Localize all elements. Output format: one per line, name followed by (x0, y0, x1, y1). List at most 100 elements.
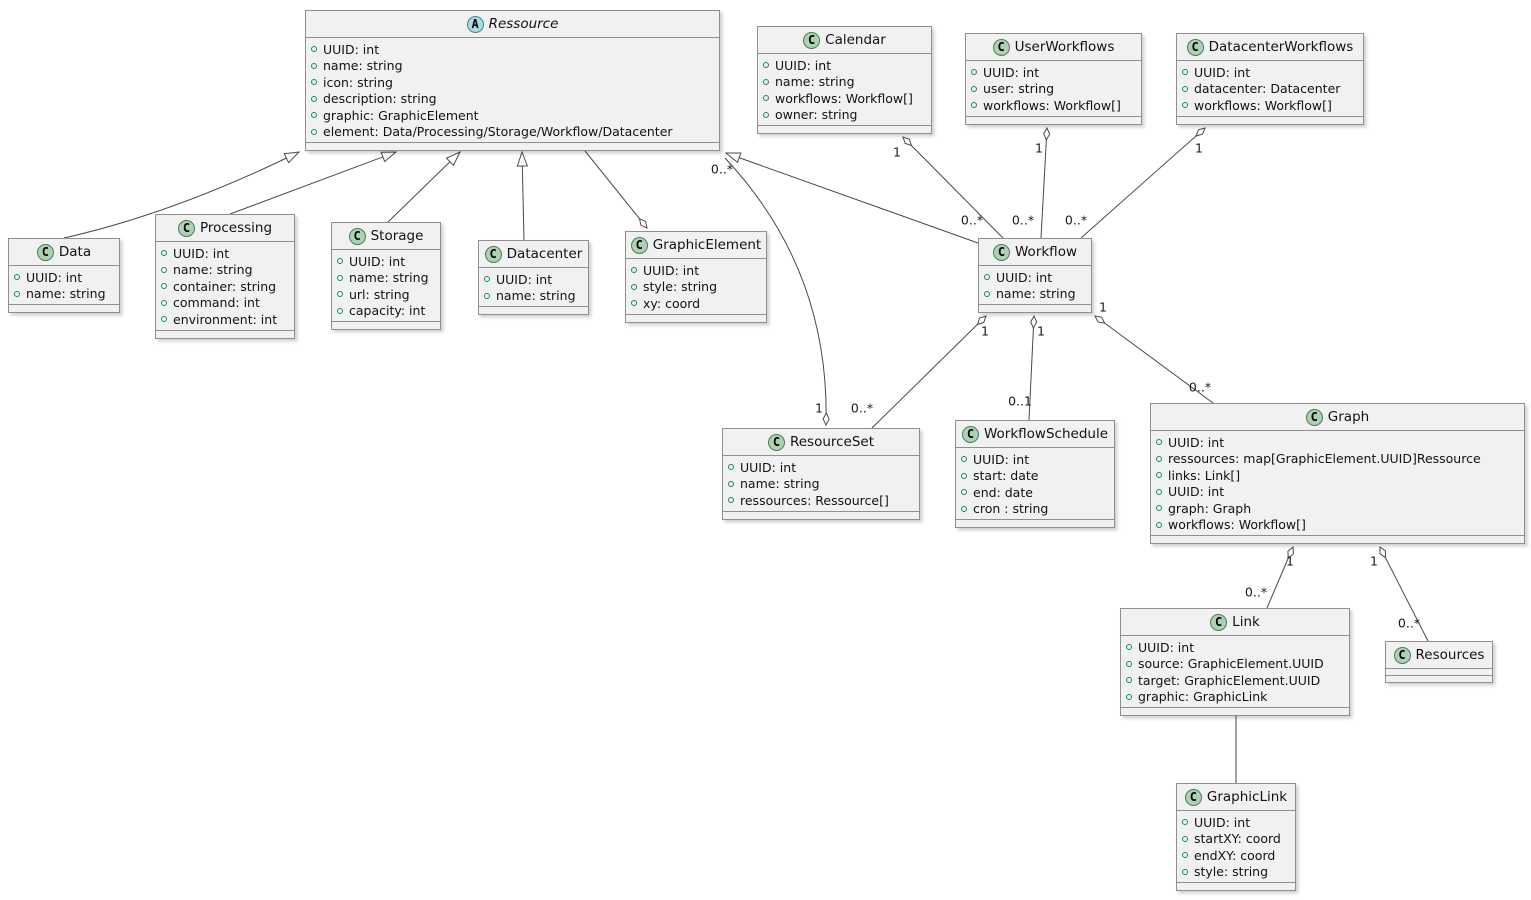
class-attribute: name: string (728, 476, 914, 493)
class-attribute-text: end: date (973, 484, 1033, 500)
class-header: C Resources (1386, 642, 1492, 669)
field-bullet-icon (763, 78, 769, 85)
field-bullet-icon (484, 276, 490, 283)
class-attribute: name: string (14, 286, 114, 303)
class-circle-icon: C (630, 236, 648, 254)
multiplicity-label: 1 (1035, 141, 1043, 156)
class-attribute: graphic: GraphicElement (311, 107, 714, 124)
field-bullet-icon (1156, 488, 1162, 495)
class-attribute: workflows: Workflow[] (1182, 97, 1358, 114)
class-attribute: UUID: int (1156, 484, 1519, 501)
multiplicity-label: 0..* (1245, 585, 1267, 600)
class-title: Link (1232, 614, 1260, 630)
class-attribute: command: int (161, 295, 289, 312)
class-attribute-text: UUID: int (1168, 484, 1225, 500)
class-attribute: owner: string (763, 107, 926, 124)
class-title: Processing (199, 220, 273, 236)
field-bullet-icon (1156, 505, 1162, 512)
class-circle-icon: C (1186, 38, 1204, 56)
class-title: UserWorkflows (1014, 39, 1115, 55)
class-header: C ResourceSet (723, 429, 919, 456)
multiplicity-label: 0..* (711, 162, 733, 177)
class-attribute: user: string (971, 81, 1136, 98)
field-bullet-icon (1182, 102, 1188, 109)
class-attribute: UUID: int (14, 269, 114, 286)
class-circle-icon: C (993, 243, 1010, 261)
class-attribute: start: date (961, 468, 1109, 485)
class-attribute-text: UUID: int (1138, 639, 1195, 655)
class-attribute: graph: Graph (1156, 500, 1519, 517)
edge-workflow-graph (1095, 316, 1214, 404)
class-header: C Calendar (758, 27, 931, 54)
class-attribute-text: target: GraphicElement.UUID (1138, 672, 1321, 688)
field-bullet-icon (763, 95, 769, 102)
field-bullet-icon (763, 62, 769, 69)
field-bullet-icon (971, 102, 977, 109)
class-attribute: ressources: map[GraphicElement.UUID]Ress… (1156, 451, 1519, 468)
class-attribute-text: UUID: int (996, 269, 1053, 285)
class-methods-empty-compartment (1151, 535, 1524, 543)
class-methods-empty-compartment (723, 511, 919, 519)
field-bullet-icon (763, 111, 769, 118)
class-attribute-text: graphic: GraphicLink (1138, 689, 1268, 705)
edge-graph-link (1266, 547, 1293, 609)
field-bullet-icon (971, 85, 977, 92)
class-attribute: UUID: int (311, 41, 714, 58)
class-methods-empty-compartment (479, 306, 588, 314)
field-bullet-icon (161, 250, 167, 257)
field-bullet-icon (161, 299, 167, 306)
field-bullet-icon (1126, 644, 1132, 651)
class-attribute-text: description: string (323, 91, 437, 107)
class-title: GraphicLink (1206, 789, 1288, 805)
class-attribute-text: workflows: Workflow[] (983, 97, 1121, 113)
multiplicity-label: 0..* (961, 213, 983, 228)
class-title: WorkflowSchedule (983, 426, 1109, 442)
field-bullet-icon (1182, 69, 1188, 76)
class-attribute-text: xy: coord (643, 295, 701, 311)
class-attribute-text: graph: Graph (1168, 500, 1252, 516)
class-header: C Link (1121, 609, 1349, 636)
field-bullet-icon (984, 274, 990, 281)
class-attribute: source: GraphicElement.UUID (1126, 656, 1344, 673)
class-attribute-text: UUID: int (349, 253, 406, 269)
class-attribute: graphic: GraphicLink (1126, 689, 1344, 706)
field-bullet-icon (1156, 439, 1162, 446)
class-methods-empty-compartment (626, 314, 766, 322)
class-header: C Processing (156, 215, 294, 242)
class-header: C GraphicElement (626, 232, 766, 259)
multiplicity-label: 1 (815, 401, 823, 416)
class-attribute: style: string (1182, 864, 1290, 881)
class-header: C UserWorkflows (966, 34, 1141, 61)
class-attribute: UUID: int (1182, 814, 1290, 831)
field-bullet-icon (337, 291, 343, 298)
class-attribute: UUID: int (161, 245, 289, 262)
field-bullet-icon (728, 464, 734, 471)
class-attribute: UUID: int (763, 57, 926, 74)
class-attribute-text: name: string (349, 270, 429, 286)
class-circle-icon: C (803, 31, 821, 49)
field-bullet-icon (311, 79, 317, 86)
class-title: Graph (1327, 409, 1370, 425)
class-attribute-text: links: Link[] (1168, 467, 1241, 483)
edge-datacenter-extends-ressource (522, 152, 524, 241)
edge-data-extends-ressource (63, 152, 299, 239)
class-attribute-text: UUID: int (740, 459, 797, 475)
class-attribute: UUID: int (1182, 64, 1358, 81)
class-attribute-text: endXY: coord (1194, 847, 1276, 863)
class-methods-empty-compartment (1177, 882, 1295, 890)
class-attribute: environment: int (161, 311, 289, 328)
class-attribute: UUID: int (1156, 434, 1519, 451)
class-attribute-text: name: string (173, 262, 253, 278)
